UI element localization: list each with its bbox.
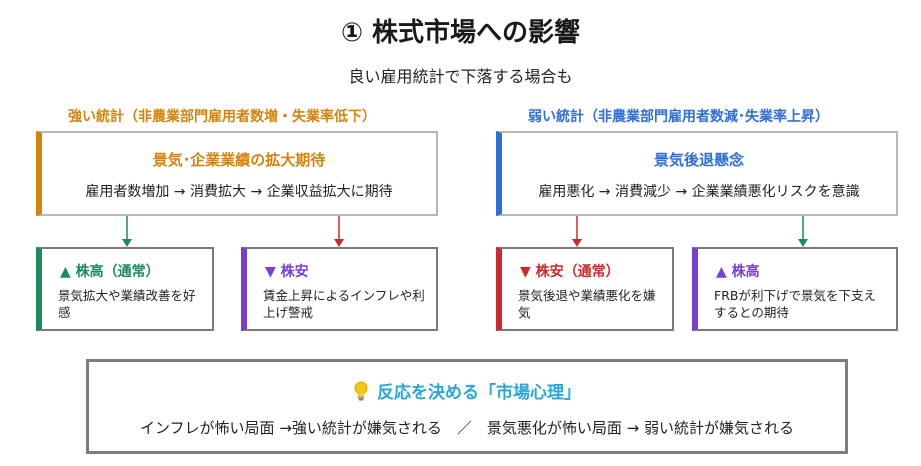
strong-stats-stock-up-card: ▲ 株高（通常） 景気拡大や業績改善を好感 (36, 247, 214, 331)
weak-stats-heading: 弱い統計（非農業部門雇用者数減･失業率上昇） (528, 109, 829, 125)
strong-stats-stock-down-title: ▼ 株安 (265, 264, 309, 280)
strong-stats-stock-down-desc: 賃金上昇によるインフレや利上げ警戒 (263, 288, 425, 320)
weak-stats-stock-up-card: ▲ 株高 FRBが利下げで景気を下支えするとの期待 (692, 247, 898, 331)
weak-stats-stock-up-desc: FRBが利下げで景気を下支えするとの期待 (714, 288, 876, 320)
market-psychology-text: インフレが怖い局面 →強い統計が嫌気される ／ 景気悪化が怖い局面 → 弱い統計… (140, 419, 794, 437)
lightbulb-icon (353, 381, 369, 406)
strong-stats-box: 景気･企業業績の拡大期待 雇用者数増加 → 消費拡大 → 企業収益拡大に期待 (36, 131, 438, 216)
arrow-strong-to-stock-up (122, 216, 132, 247)
weak-stats-stock-down-title: ▼ 株安（通常） (520, 264, 620, 280)
market-psychology-heading: 反応を決める「市場心理」 (89, 378, 845, 406)
weak-stats-stock-down-card: ▼ 株安（通常） 景気後退や業績悪化を嫌気 (496, 247, 674, 331)
arrow-weak-to-stock-down (572, 216, 582, 247)
strong-stats-box-title: 景気･企業業績の拡大期待 (152, 151, 326, 169)
arrow-weak-to-stock-up (798, 216, 808, 247)
weak-stats-box-title: 景気後退懸念 (653, 151, 744, 169)
strong-stats-stock-down-card: ▼ 株安 賃金上昇によるインフレや利上げ警戒 (241, 247, 438, 331)
weak-stats-box: 景気後退懸念 雇用悪化 → 消費減少 → 企業業績悪化リスクを意識 (496, 131, 898, 216)
weak-stats-stock-down-desc: 景気後退や業績悪化を嫌気 (518, 288, 656, 320)
strong-stats-stock-up-desc: 景気拡大や業績改善を好感 (58, 288, 196, 320)
page-subtitle: 良い雇用統計で下落する場合も (348, 67, 573, 86)
strong-stats-box-desc: 雇用者数増加 → 消費拡大 → 企業収益拡大に期待 (85, 184, 393, 200)
strong-stats-stock-up-title: ▲ 株高（通常） (60, 264, 160, 280)
arrow-strong-to-stock-down (334, 216, 344, 247)
page-title: ① 株式市場への影響 (340, 18, 581, 48)
strong-stats-heading: 強い統計（非農業部門雇用者数増・失業率低下） (68, 109, 376, 125)
weak-stats-stock-up-title: ▲ 株高 (716, 264, 760, 280)
market-psychology-title: 反応を決める「市場心理」 (377, 383, 581, 403)
weak-stats-box-desc: 雇用悪化 → 消費減少 → 企業業績悪化リスクを意識 (538, 184, 860, 200)
market-psychology-box: 反応を決める「市場心理」 インフレが怖い局面 →強い統計が嫌気される ／ 景気悪… (86, 359, 848, 454)
